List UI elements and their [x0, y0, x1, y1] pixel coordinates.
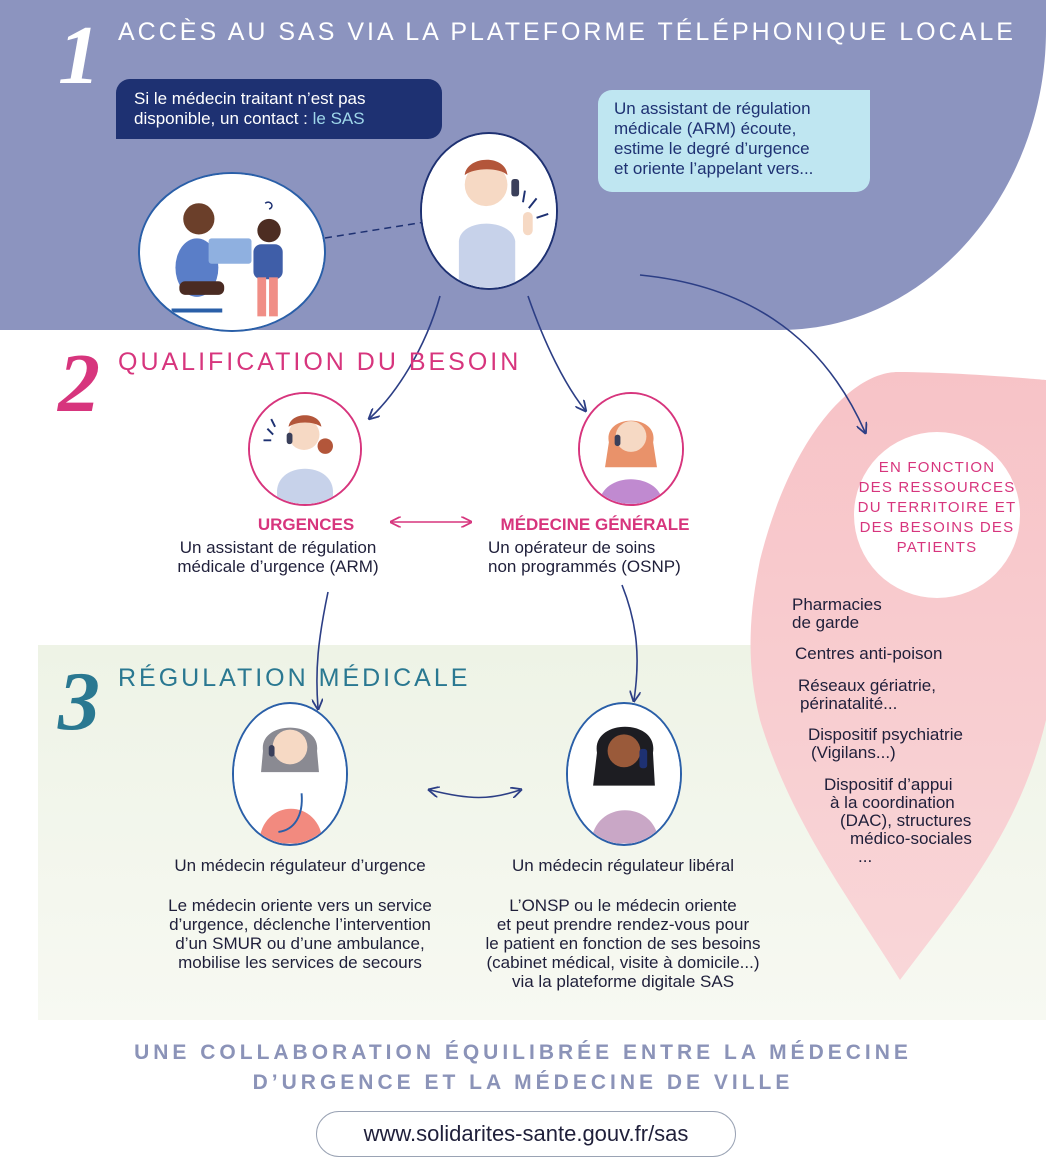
resources-heading-line: DES RESSOURCES [858, 479, 1016, 496]
dashed-connector [324, 221, 426, 239]
step1-title: ACCÈS AU SAS VIA LA PLATEFORME TÉLÉPHONI… [118, 18, 1016, 46]
double-arrow-step3 [430, 790, 520, 799]
resource-dac: Dispositif d’appui à la coordination (DA… [824, 776, 972, 866]
resource-line: Centres anti-poison [795, 644, 943, 663]
resources-heading-line: EN FONCTION [878, 459, 996, 476]
bubble-right-line: Un assistant de régulation [614, 99, 811, 118]
resource-line: ... [858, 847, 873, 866]
resource-line: Dispositif d’appui [824, 775, 953, 794]
arrow-to-regulateur-liberal [621, 584, 637, 700]
medecine-generale-title: MÉDECINE GÉNÉRALE [500, 515, 690, 534]
phone-headset-icon [511, 178, 520, 197]
urgences-line: médicale d’urgence (ARM) [177, 557, 379, 576]
resource-psychiatrie: Dispositif psychiatrie (Vigilans...) [808, 726, 963, 762]
resources-heading-line: DU TERRITOIRE ET [857, 499, 1017, 516]
resource-line: périnatalité... [800, 694, 898, 713]
phone-headset-icon [614, 434, 621, 447]
resources-heading-line: DES BESOINS DES [859, 519, 1015, 536]
footer-line1: UNE COLLABORATION ÉQUILIBRÉE ENTRE LA MÉ… [134, 1041, 912, 1064]
urgences-title: URGENCES [257, 515, 355, 534]
phone-headset-icon [639, 748, 648, 769]
resource-pharmacies: Pharmacies de garde [792, 596, 882, 632]
medecine-generale-line: non programmés (OSNP) [488, 557, 681, 576]
resource-line: de garde [792, 613, 860, 632]
bubble-contact-sas: Si le médecin traitant n’est pas disponi… [116, 79, 442, 139]
bubble-right-line: estime le degré d’urgence [614, 139, 810, 158]
avatar-urgences-arm [248, 392, 362, 506]
regulateur-liberal-line: (cabinet médical, visite à domicile...) [486, 953, 760, 972]
phone-headset-icon [268, 745, 275, 757]
bubble-arm-description: Un assistant de régulation médicale (ARM… [598, 90, 870, 192]
regulateur-urgence-title: Un médecin régulateur d’urgence [174, 856, 426, 875]
regulateur-liberal-line: L’ONSP ou le médecin oriente [509, 896, 737, 915]
phone-headset-icon [286, 432, 293, 445]
avatar-regulateur-liberal [566, 702, 682, 846]
medecine-generale-line: Un opérateur de soins [488, 538, 656, 557]
regulateur-liberal-line: le patient en fonction de ses besoins [485, 934, 761, 953]
arrow-to-urgences [370, 295, 441, 418]
step1-number: 1 [58, 9, 100, 102]
regulateur-urgence-line: d’urgence, déclenche l’intervention [169, 915, 431, 934]
regulateur-liberal-description: L’ONSP ou le médecin oriente et peut pre… [450, 896, 796, 991]
arrow-to-resources [639, 274, 865, 432]
arrow-to-generale [527, 295, 585, 410]
arrow-to-regulateur-urgence [317, 591, 329, 708]
urgences-description: Un assistant de régulation médicale d’ur… [158, 538, 398, 576]
bubble-left-highlight: le SAS [312, 109, 365, 128]
regulateur-liberal-line: via la plateforme digitale SAS [511, 972, 735, 991]
bubble-left-line1: Si le médecin traitant n’est pas [134, 89, 366, 108]
regulateur-urgence-description: Le médecin oriente vers un service d’urg… [120, 896, 480, 972]
urgences-line: Un assistant de régulation [179, 538, 377, 557]
resources-heading: EN FONCTION DES RESSOURCES DU TERRITOIRE… [852, 458, 1022, 558]
step2-title: QUALIFICATION DU BESOIN [118, 348, 522, 376]
website-link[interactable]: www.solidarites-sante.gouv.fr/sas [316, 1111, 736, 1157]
step3-title: RÉGULATION MÉDICALE [118, 664, 471, 692]
resource-line: à la coordination [830, 793, 955, 812]
regulateur-urgence-line: mobilise les services de secours [178, 953, 422, 972]
bubble-right-line: médicale (ARM) écoute, [614, 119, 797, 138]
regulateur-urgence-line: d’un SMUR ou d’une ambulance, [175, 934, 425, 953]
bubble-right-line: et oriente l’appelant vers... [614, 159, 814, 178]
resource-anti-poison: Centres anti-poison [795, 645, 942, 663]
regulateur-liberal-line: et peut prendre rendez-vous pour [496, 915, 750, 934]
resources-heading-circle [854, 432, 1020, 598]
resource-line: (DAC), structures [840, 811, 972, 830]
step2-number: 2 [58, 337, 100, 430]
avatar-regulateur-urgence [232, 702, 348, 846]
resource-line: Dispositif psychiatrie [808, 725, 963, 744]
resource-reseaux: Réseaux gériatrie, périnatalité... [798, 677, 936, 713]
resource-line: médico-sociales [850, 829, 972, 848]
resources-heading-line: PATIENTS [896, 539, 978, 556]
regulateur-liberal-title: Un médecin régulateur libéral [511, 856, 735, 875]
footer-line2: D’URGENCE ET LA MÉDECINE DE VILLE [252, 1071, 794, 1094]
resource-line: Réseaux gériatrie, [798, 676, 936, 695]
bubble-left-line2: disponible, un contact : [134, 109, 313, 128]
step3-number: 3 [58, 655, 100, 748]
resource-line: (Vigilans...) [811, 743, 896, 762]
avatar-osnp [578, 392, 684, 506]
resource-line: Pharmacies [792, 595, 882, 614]
avatar-caller [138, 172, 326, 332]
avatar-arm [420, 132, 558, 290]
medecine-generale-description: Un opérateur de soins non programmés (OS… [480, 538, 710, 576]
regulateur-urgence-line: Le médecin oriente vers un service [168, 896, 432, 915]
